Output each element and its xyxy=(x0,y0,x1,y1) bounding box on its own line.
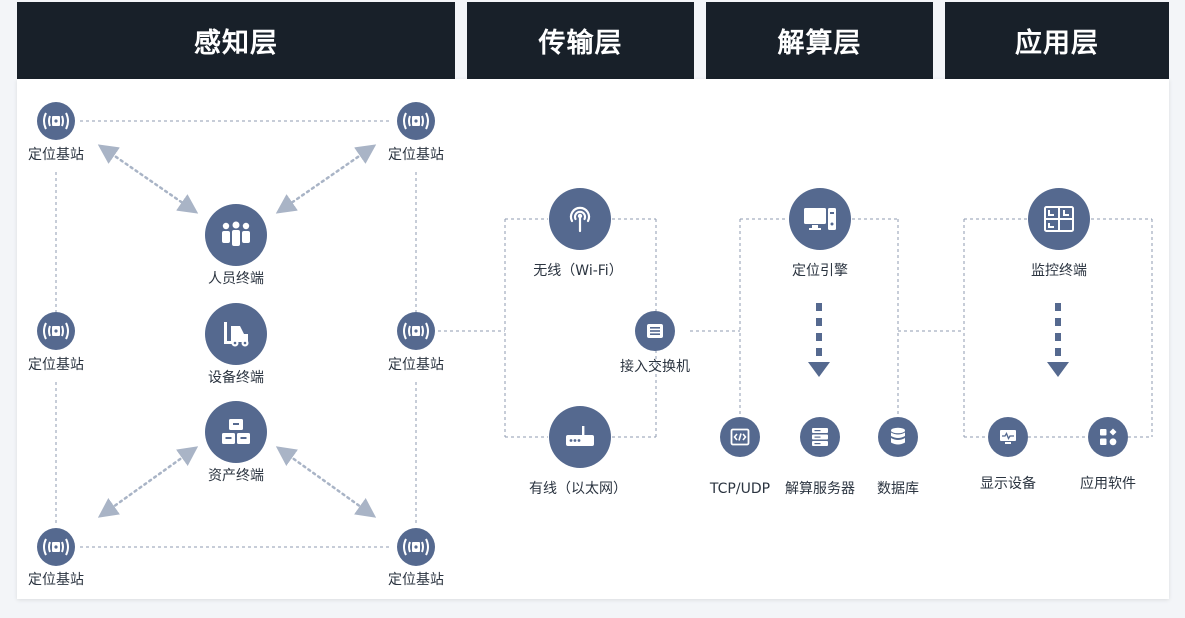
label-asset-terminal: 资产终端 xyxy=(208,468,264,484)
computer-icon xyxy=(789,188,851,250)
monitor-icon xyxy=(988,417,1028,457)
header-compute-layer: 解算层 xyxy=(706,2,933,79)
label-base-station-tr: 定位基站 xyxy=(388,147,444,163)
label-database: 数据库 xyxy=(877,481,919,497)
label-wired: 有线（以太网） xyxy=(529,481,627,497)
label-access-switch: 接入交换机 xyxy=(620,359,690,375)
label-display-device: 显示设备 xyxy=(980,476,1036,492)
base-station-icon xyxy=(37,528,75,566)
header-sensing-layer: 感知层 xyxy=(17,2,455,79)
label-base-station-bl: 定位基站 xyxy=(28,572,84,588)
forklift-icon xyxy=(205,303,267,365)
header-transport-layer: 传输层 xyxy=(467,2,694,79)
label-monitoring-terminal: 监控终端 xyxy=(1031,263,1087,279)
arrow-asset-station-bl xyxy=(97,446,199,518)
dashboard-icon xyxy=(1028,188,1090,250)
down-arrow-monitoring xyxy=(1047,362,1069,377)
boxes-icon xyxy=(205,401,267,463)
arrow-station-tl-personnel xyxy=(97,144,199,214)
label-compute-server: 解算服务器 xyxy=(785,481,855,497)
label-base-station-ml: 定位基站 xyxy=(28,357,84,373)
label-positioning-engine: 定位引擎 xyxy=(792,263,848,279)
database-icon xyxy=(878,417,918,457)
down-arrow-engine xyxy=(808,362,830,377)
label-base-station-mr: 定位基站 xyxy=(388,357,444,373)
base-station-icon xyxy=(397,312,435,350)
base-station-icon xyxy=(397,528,435,566)
code-icon xyxy=(720,417,760,457)
router-icon xyxy=(549,406,611,468)
wifi-antenna-icon xyxy=(549,188,611,250)
switch-icon xyxy=(635,311,675,351)
base-station-icon xyxy=(37,102,75,140)
arrow-station-tr-personnel xyxy=(275,144,377,214)
base-station-icon xyxy=(397,102,435,140)
label-base-station-br: 定位基站 xyxy=(388,572,444,588)
label-base-station-tl: 定位基站 xyxy=(28,147,84,163)
label-personnel-terminal: 人员终端 xyxy=(208,271,264,287)
label-application-software: 应用软件 xyxy=(1080,476,1136,492)
people-icon xyxy=(205,204,267,266)
label-tcp-udp: TCP/UDP xyxy=(709,481,771,497)
base-station-icon xyxy=(37,312,75,350)
server-icon xyxy=(800,417,840,457)
apps-icon xyxy=(1088,417,1128,457)
label-wireless: 无线（Wi-Fi） xyxy=(533,263,623,279)
label-equipment-terminal: 设备终端 xyxy=(208,370,264,386)
arrow-asset-station-br xyxy=(275,446,377,518)
header-application-layer: 应用层 xyxy=(945,2,1169,79)
